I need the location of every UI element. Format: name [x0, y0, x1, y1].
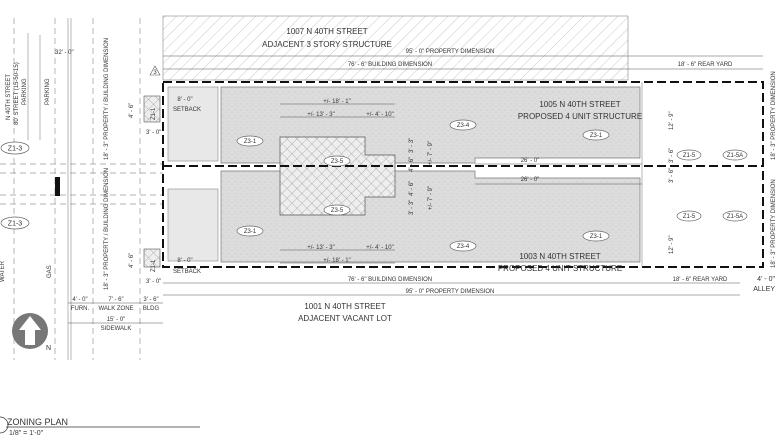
tag-z3-1: Z3-1 — [590, 133, 603, 139]
sidewalk-dim: 15' - 0" — [107, 317, 126, 323]
setback-label-upper: SETBACK — [173, 107, 201, 113]
dim-3-3-lower: 3' - 3" — [409, 200, 415, 215]
bay-lower — [143, 248, 161, 268]
dim-3-6-upper: 3' - 6" — [669, 148, 675, 163]
revision-number: 3 — [153, 70, 157, 76]
tag-z1-1: Z1-1 — [151, 107, 157, 120]
street-name: N 40TH STREET — [6, 74, 12, 120]
revision-triangle — [149, 65, 161, 76]
dim-4-6-upper: 4' - 6" — [409, 157, 415, 172]
dim-26-lower: 26' - 0" — [521, 177, 540, 183]
setback-label-lower: SETBACK — [173, 269, 201, 275]
dim-12-9-upper: 12' - 9" — [669, 111, 675, 130]
unit-upper-address: 1005 N 40TH STREET — [539, 100, 620, 109]
dim-7-9-lower: +/- 7' - 9" — [428, 186, 434, 210]
unit-lower-address: 1003 N 40TH STREET — [519, 252, 600, 261]
bay-height-upper: 4' - 6" — [129, 103, 135, 118]
tag-z1-5: Z1-5 — [683, 153, 696, 159]
dim-7-9-upper: +/- 7' - 9" — [428, 141, 434, 165]
tag-z1-1: Z1-1 — [151, 259, 157, 272]
bldg-label: BLDG — [143, 306, 160, 312]
adjacent-structure — [162, 15, 629, 81]
street-width-dim: 32' - 0" — [55, 50, 74, 56]
water-label: WATER — [0, 260, 6, 282]
dim-3-3-upper: 3' - 3" — [409, 138, 415, 153]
setback-dim-upper: 8' - 0" — [177, 97, 192, 103]
parking-label-2: PARKING — [45, 78, 51, 105]
tag-z3-1: Z3-1 — [590, 234, 603, 240]
street-width: 80' STREET (15-50-15) — [14, 62, 20, 125]
furn-dim: 4' - 0" — [72, 297, 87, 303]
dim-12-9-lower: 12' - 9" — [669, 235, 675, 254]
setback-lower — [167, 188, 219, 262]
lot-width-right-upper: 18' - 3" PROPERTY DIMENSION — [771, 71, 777, 160]
tag-z3-1: Z3-1 — [244, 139, 257, 145]
bay-height-lower: 4' - 6" — [129, 253, 135, 268]
alley-label-bg — [744, 273, 777, 294]
adjacent-bottom-desc: ADJACENT VACANT LOT — [298, 314, 392, 323]
setback-upper — [167, 86, 219, 162]
bay-upper — [143, 95, 161, 123]
adjacent-top-desc: ADJACENT 3 STORY STRUCTURE — [262, 40, 392, 49]
adjacent-top-address: 1007 N 40TH STREET — [286, 27, 367, 36]
property-dim-top: 95' - 0" PROPERTY DIMENSION — [406, 49, 495, 55]
dim-13-3-upper: +/- 13' - 3" — [307, 112, 334, 118]
alley-dim: 4' - 0" — [757, 276, 775, 283]
utility-marker — [55, 177, 60, 196]
adjacent-bottom-address: 1001 N 40TH STREET — [304, 302, 385, 311]
property-line — [162, 81, 764, 268]
tag-z3-4: Z3-4 — [457, 244, 470, 250]
tag-z1-3: Z1-3 — [8, 221, 23, 228]
lot-width-right-lower: 18' - 3" PROPERTY DIMENSION — [771, 179, 777, 268]
rear-yard-dim-top: 18' - 6" REAR YARD — [678, 62, 733, 68]
drawing-title: ZONING PLAN — [7, 417, 68, 427]
tag-z3-5: Z3-5 — [331, 159, 344, 165]
walk-dim: 7' - 6" — [108, 297, 123, 303]
tag-z3-4: Z3-4 — [457, 123, 470, 129]
dim-18-1-upper: +/- 18' - 1" — [323, 99, 350, 105]
dim-4-10-lower: +/- 4' - 10" — [366, 245, 393, 251]
dim-4-10-upper: +/- 4' - 10" — [366, 112, 393, 118]
dim-4-6-lower: 4' - 6" — [409, 181, 415, 196]
tag-z1-3: Z1-3 — [8, 146, 23, 153]
north-label: N — [46, 345, 51, 352]
furn-label: FURN. — [71, 306, 90, 312]
unit-upper-desc: PROPOSED 4 UNIT STRUCTURE — [518, 112, 642, 121]
alley-label: ALLEY — [753, 286, 775, 293]
walk-label: WALK ZONE — [98, 306, 133, 312]
dim-26-upper: 26' - 0" — [521, 158, 540, 164]
north-arrow-icon — [12, 313, 48, 349]
lot-width-upper: 18' - 3" PROPERTY / BUILDING DIMENSION — [104, 38, 110, 160]
unit-lower-desc: PROPOSED 4 UNIT STRUCTURE — [498, 264, 622, 273]
dim-13-3-lower: +/- 13' - 3" — [307, 245, 334, 251]
drawing-scale: 1/8" = 1'-0" — [9, 430, 44, 437]
tag-z3-1: Z3-1 — [244, 229, 257, 235]
property-dim-bottom: 95' - 0" PROPERTY DIMENSION — [406, 289, 495, 295]
sidewalk-label: SIDEWALK — [101, 326, 132, 332]
tag-z1-5a: Z1-5A — [727, 214, 743, 220]
setback-dim-lower: 8' - 0" — [177, 258, 192, 264]
gas-label: GAS — [47, 265, 53, 278]
bay-width-upper: 3' - 0" — [146, 130, 161, 136]
building-dim-bottom: 76' - 6" BUILDING DIMENSION — [348, 277, 432, 283]
z3-5-zone — [279, 136, 396, 216]
zone-tags: Z3-1 Z3-1 Z3-1 Z3-1 Z3-4 Z3-4 Z3-5 Z3-5 … — [0, 107, 748, 272]
tag-z1-5a: Z1-5A — [727, 153, 743, 159]
tag-z3-5: Z3-5 — [331, 208, 344, 214]
parking-label: PARKING — [22, 78, 28, 105]
dim-18-1-lower: +/- 18' - 1" — [323, 258, 350, 264]
dim-3-6-lower: 3' - 6" — [669, 168, 675, 183]
rear-yard-dim-bottom: 18' - 6" REAR YARD — [673, 277, 728, 283]
tag-z1-5: Z1-5 — [683, 214, 696, 220]
bldg-dim: 3' - 6" — [143, 297, 158, 303]
bay-width-lower: 3' - 0" — [146, 279, 161, 285]
building-dim-top: 76' - 6" BUILDING DIMENSION — [348, 62, 432, 68]
lot-width-lower: 18' - 3" PROPERTY / BUILDING DIMENSION — [104, 168, 110, 290]
